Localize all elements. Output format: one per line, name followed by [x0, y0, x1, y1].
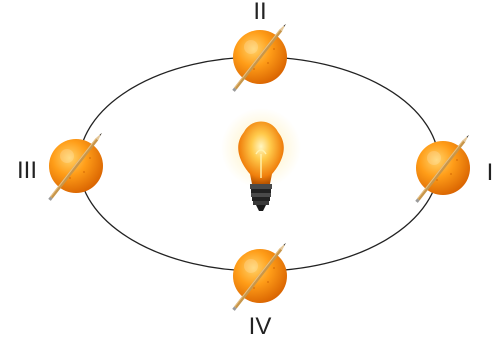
- label-position-2: II: [253, 0, 266, 25]
- orange-icon-position-3: [48, 131, 104, 201]
- label-position-1: I: [487, 159, 494, 186]
- lightbulb-icon: [221, 108, 301, 211]
- label-position-4: IV: [249, 313, 272, 340]
- orange-icon-position-1: [415, 133, 471, 203]
- orange-icon-position-2: [232, 22, 288, 92]
- orange-icon-position-4: [232, 241, 288, 311]
- label-position-3: III: [17, 157, 37, 184]
